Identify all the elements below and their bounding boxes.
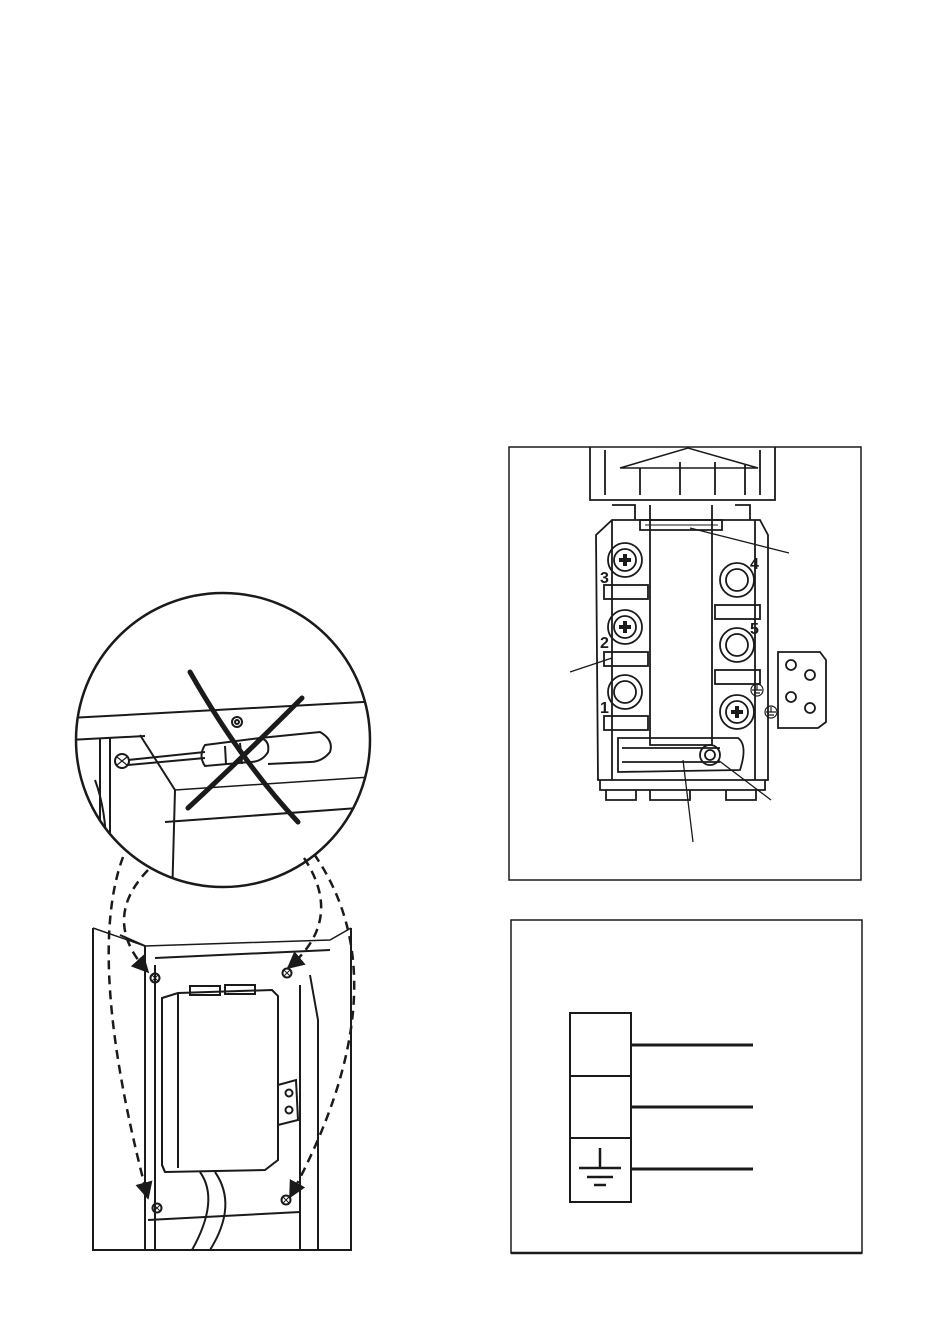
terminal-screw-2 (608, 610, 642, 644)
wiring-diagram (570, 1013, 753, 1202)
terminal-label-4: 4 (750, 556, 759, 573)
terminal-label-5: 5 (750, 621, 759, 638)
wiring-diagram-frame (511, 920, 862, 1253)
junction-box (162, 985, 298, 1250)
terminal-screw-earth (720, 695, 754, 729)
terminal-hole-4 (720, 563, 754, 597)
terminal-label-2: 2 (600, 635, 609, 652)
terminal-hole-5 (720, 628, 754, 662)
terminal-label-3: 3 (600, 570, 609, 587)
terminal-numbers: 3 4 2 5 1 (600, 556, 759, 717)
terminal-screw-3 (608, 543, 642, 577)
terminal-hole-1 (608, 675, 642, 709)
appliance-panel (93, 928, 351, 1250)
terminal-label-1: 1 (600, 700, 609, 717)
zoom-detail-circle (70, 593, 400, 900)
mounting-bracket (778, 652, 826, 728)
earth-icon (579, 1148, 621, 1185)
cable-clamp (618, 738, 744, 772)
terminal-block-frame (509, 447, 861, 880)
